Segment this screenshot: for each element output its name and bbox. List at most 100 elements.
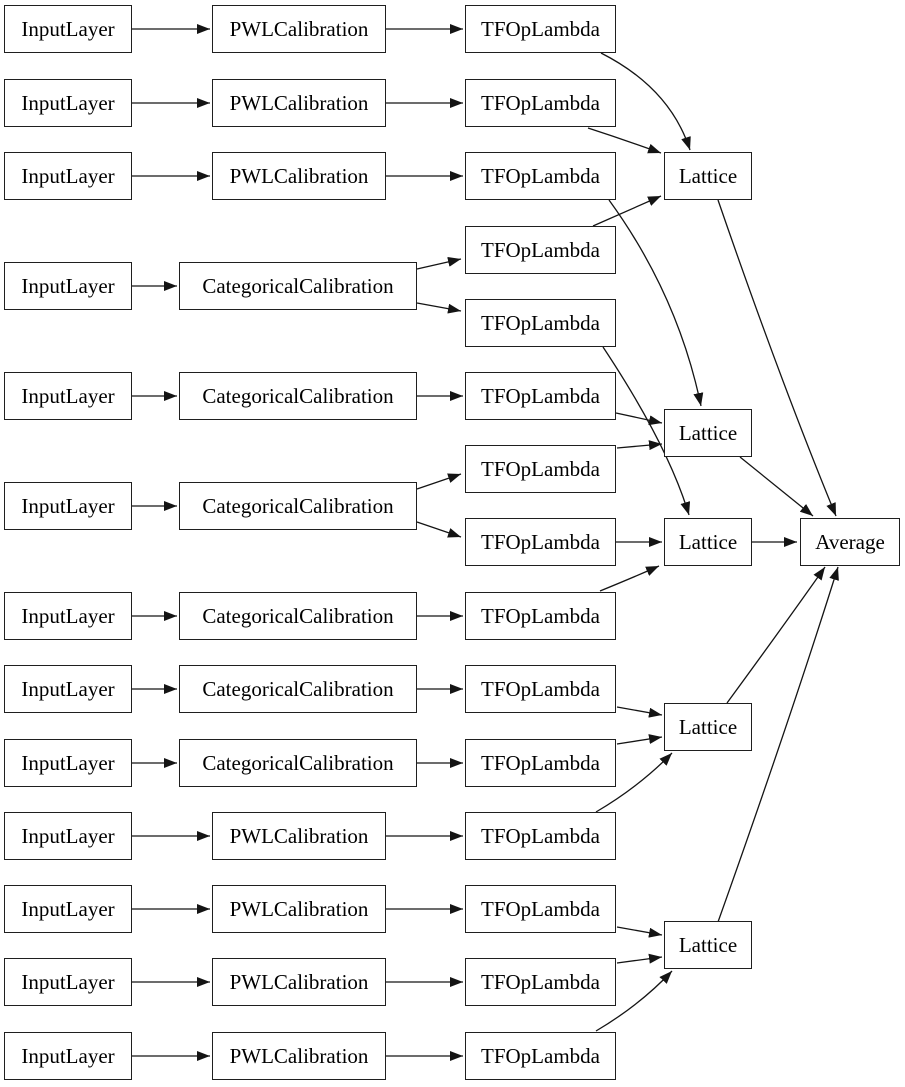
node-i6: InputLayer	[4, 482, 132, 530]
node-i12: InputLayer	[4, 958, 132, 1006]
node-label: PWLCalibration	[229, 16, 369, 41]
edge-group	[132, 24, 839, 1061]
node-i2: InputLayer	[4, 79, 132, 127]
node-t8: TFOpLambda	[465, 665, 616, 713]
edge-c6-t6a	[416, 473, 462, 490]
node-label: TFOpLambda	[481, 1043, 600, 1068]
node-t4a: TFOpLambda	[465, 226, 616, 274]
node-label: TFOpLambda	[481, 603, 600, 628]
node-t6a: TFOpLambda	[465, 445, 616, 493]
node-label: InputLayer	[21, 823, 115, 848]
node-label: PWLCalibration	[229, 163, 369, 188]
node-i5: InputLayer	[4, 372, 132, 420]
node-label: Average	[815, 529, 885, 554]
node-label: TFOpLambda	[481, 163, 600, 188]
node-label: InputLayer	[21, 383, 115, 408]
node-t13: TFOpLambda	[465, 1032, 616, 1080]
node-label: InputLayer	[21, 750, 115, 775]
node-label: InputLayer	[21, 16, 115, 41]
node-c7: CategoricalCalibration	[179, 592, 417, 640]
edge-t7-lat3	[599, 565, 660, 592]
node-p10: PWLCalibration	[212, 812, 386, 860]
node-lat2: Lattice	[664, 409, 752, 457]
node-i13: InputLayer	[4, 1032, 132, 1080]
node-lat5: Lattice	[664, 921, 752, 969]
node-label: InputLayer	[21, 493, 115, 518]
node-i7: InputLayer	[4, 592, 132, 640]
node-label: CategoricalCalibration	[202, 603, 394, 628]
node-label: Lattice	[678, 163, 738, 188]
node-label: PWLCalibration	[229, 969, 369, 994]
node-t6b: TFOpLambda	[465, 518, 616, 566]
node-label: InputLayer	[21, 1043, 115, 1068]
edge-t6a-lat2	[616, 440, 663, 451]
edge-t11-lat5	[616, 926, 663, 938]
node-p11: PWLCalibration	[212, 885, 386, 933]
node-label: PWLCalibration	[229, 1043, 369, 1068]
node-i4: InputLayer	[4, 262, 132, 310]
node-i8: InputLayer	[4, 665, 132, 713]
node-i1: InputLayer	[4, 5, 132, 53]
node-label: TFOpLambda	[481, 896, 600, 921]
node-i11: InputLayer	[4, 885, 132, 933]
node-c6: CategoricalCalibration	[179, 482, 417, 530]
node-label: TFOpLambda	[481, 529, 600, 554]
edge-t4a-lat1	[592, 195, 662, 227]
node-label: TFOpLambda	[481, 90, 600, 115]
edge-t8-lat4	[616, 706, 663, 718]
node-t10: TFOpLambda	[465, 812, 616, 860]
edge-lat4-avg	[726, 566, 826, 704]
node-label: Lattice	[678, 714, 738, 739]
node-t12: TFOpLambda	[465, 958, 616, 1006]
node-label: CategoricalCalibration	[202, 676, 394, 701]
node-label: TFOpLambda	[481, 750, 600, 775]
node-i3: InputLayer	[4, 152, 132, 200]
node-i9: InputLayer	[4, 739, 132, 787]
edge-t4b-lat3	[602, 346, 691, 516]
edge-t3-lat2	[608, 199, 704, 407]
node-label: TFOpLambda	[481, 310, 600, 335]
node-label: TFOpLambda	[481, 969, 600, 994]
node-label: PWLCalibration	[229, 896, 369, 921]
node-label: Lattice	[678, 420, 738, 445]
node-t1: TFOpLambda	[465, 5, 616, 53]
node-p13: PWLCalibration	[212, 1032, 386, 1080]
node-c8: CategoricalCalibration	[179, 665, 417, 713]
node-label: InputLayer	[21, 969, 115, 994]
node-label: InputLayer	[21, 90, 115, 115]
node-lat1: Lattice	[664, 152, 752, 200]
node-label: TFOpLambda	[481, 676, 600, 701]
node-lat4: Lattice	[664, 703, 752, 751]
node-t11: TFOpLambda	[465, 885, 616, 933]
edge-t12-lat5	[616, 953, 663, 964]
node-label: TFOpLambda	[481, 823, 600, 848]
edge-lat5-avg	[717, 566, 839, 923]
node-t5: TFOpLambda	[465, 372, 616, 420]
edge-t13-lat5	[595, 970, 673, 1032]
node-label: InputLayer	[21, 676, 115, 701]
node-c5: CategoricalCalibration	[179, 372, 417, 420]
edge-c6-t6b	[416, 521, 462, 538]
edge-t1-lat1	[600, 52, 691, 151]
node-t7: TFOpLambda	[465, 592, 616, 640]
node-label: TFOpLambda	[481, 456, 600, 481]
node-i10: InputLayer	[4, 812, 132, 860]
edge-lat1-avg	[717, 199, 837, 517]
edge-c4-t4b	[416, 302, 462, 314]
edge-t2-lat1	[587, 127, 662, 154]
edge-t10-lat4	[595, 752, 673, 813]
node-p12: PWLCalibration	[212, 958, 386, 1006]
node-label: Lattice	[678, 529, 738, 554]
node-label: InputLayer	[21, 163, 115, 188]
node-label: TFOpLambda	[481, 237, 600, 262]
node-label: CategoricalCalibration	[202, 750, 394, 775]
edge-lat2-avg	[739, 456, 814, 517]
node-p1: PWLCalibration	[212, 5, 386, 53]
node-label: Lattice	[678, 932, 738, 957]
node-lat3: Lattice	[664, 518, 752, 566]
node-label: CategoricalCalibration	[202, 383, 394, 408]
node-p3: PWLCalibration	[212, 152, 386, 200]
node-t3: TFOpLambda	[465, 152, 616, 200]
